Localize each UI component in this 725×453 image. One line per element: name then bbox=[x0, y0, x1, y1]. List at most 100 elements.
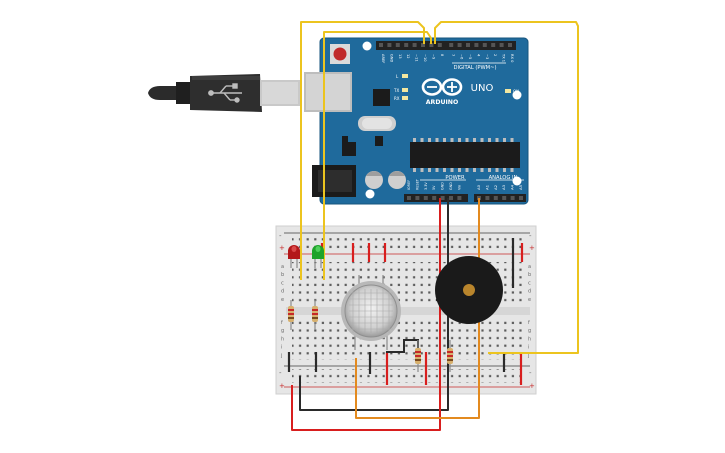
row-letter: a bbox=[528, 264, 531, 270]
header-pin[interactable] bbox=[502, 196, 507, 200]
digital-pin-label: RX 0 bbox=[510, 54, 514, 63]
power-pin-label: IOREF bbox=[407, 180, 411, 190]
mounting-hole bbox=[512, 90, 522, 100]
tx-label: TX bbox=[393, 88, 399, 93]
l-led-label: L bbox=[396, 74, 399, 79]
header-pin[interactable] bbox=[449, 43, 454, 47]
header-pin[interactable] bbox=[415, 196, 420, 200]
row-letter: b bbox=[528, 272, 531, 278]
digital-pin-label: AREF bbox=[381, 54, 385, 63]
digital-pin-label: ~5 bbox=[468, 54, 472, 59]
header-pin[interactable] bbox=[508, 43, 512, 47]
header-pin[interactable] bbox=[499, 43, 504, 47]
header-pin[interactable] bbox=[421, 43, 425, 47]
row-letter: c bbox=[281, 280, 284, 286]
header-pin[interactable] bbox=[387, 43, 392, 47]
header-pin[interactable] bbox=[457, 43, 462, 47]
green-led[interactable] bbox=[312, 245, 324, 268]
analog-pin-label: A1 bbox=[484, 184, 489, 190]
header-pin[interactable] bbox=[437, 43, 442, 47]
atmega-chip bbox=[410, 138, 520, 172]
board-model: UNO bbox=[471, 83, 494, 94]
header-pin[interactable] bbox=[395, 43, 400, 47]
mounting-hole bbox=[365, 189, 375, 199]
row-letter: h bbox=[528, 336, 531, 342]
header-pin[interactable] bbox=[423, 196, 428, 200]
header-pin[interactable] bbox=[449, 196, 453, 200]
reset-button[interactable] bbox=[330, 44, 350, 64]
rail-minus-label: - bbox=[529, 232, 532, 240]
rail-minus-label: - bbox=[279, 232, 282, 240]
digital-pin-label: 2 bbox=[493, 54, 497, 56]
row-letter: d bbox=[281, 289, 284, 295]
row-letter: i bbox=[528, 345, 529, 351]
row-letter: b bbox=[281, 272, 284, 278]
red-led[interactable] bbox=[288, 245, 300, 268]
row-letter: e bbox=[281, 297, 284, 303]
row-letter: j bbox=[527, 353, 529, 359]
rail-plus-label: + bbox=[529, 244, 535, 252]
digital-header-label: DIGITAL (PWM~) bbox=[453, 65, 496, 71]
row-letter: f bbox=[281, 320, 283, 326]
digital-pin-label: 12 bbox=[406, 54, 410, 59]
digital-pin-label: 7 bbox=[451, 54, 455, 56]
header-pin[interactable] bbox=[493, 196, 498, 200]
digital-pin-label: ~9 bbox=[431, 54, 435, 60]
mounting-hole bbox=[512, 176, 522, 186]
digital-header bbox=[376, 41, 516, 50]
usb-icon bbox=[208, 83, 242, 103]
analog-pin-label: A4 bbox=[510, 184, 515, 190]
rail-minus-label: - bbox=[279, 369, 282, 377]
analog-pin-label: A0 bbox=[476, 184, 481, 190]
digital-pin-label: 8 bbox=[440, 54, 444, 57]
header-pin[interactable] bbox=[412, 43, 417, 47]
digital-pin-label: GND bbox=[389, 54, 393, 62]
digital-pin-label: TX 1 bbox=[502, 53, 506, 62]
resistor bbox=[312, 300, 318, 330]
header-pin[interactable] bbox=[466, 43, 470, 47]
header-pin[interactable] bbox=[510, 196, 515, 200]
header-pin[interactable] bbox=[404, 43, 409, 47]
header-pin[interactable] bbox=[407, 196, 411, 200]
row-letter: i bbox=[281, 345, 282, 351]
header-pin[interactable] bbox=[432, 196, 437, 200]
rail-plus-label: + bbox=[529, 382, 535, 390]
gas-sensor[interactable] bbox=[341, 275, 401, 350]
piezo-buzzer[interactable] bbox=[435, 256, 503, 324]
header-pin[interactable] bbox=[482, 43, 487, 47]
resistor bbox=[288, 300, 294, 330]
header-pin[interactable] bbox=[491, 43, 496, 47]
top-power-rail bbox=[292, 236, 522, 250]
digital-pin-label: ~3 bbox=[485, 54, 489, 59]
power-pin-label: RESET bbox=[415, 178, 419, 190]
row-letter: j bbox=[280, 353, 282, 359]
resistor bbox=[447, 340, 453, 372]
rail-minus-label: - bbox=[529, 369, 532, 377]
power-pin-label: GND bbox=[449, 182, 453, 190]
rx-label: RX bbox=[394, 96, 400, 101]
power-pin-label: 3.3V bbox=[424, 182, 428, 190]
header-pin[interactable] bbox=[474, 43, 479, 47]
header-pin[interactable] bbox=[429, 43, 434, 47]
header-pin[interactable] bbox=[457, 196, 462, 200]
power-pin-label: GND bbox=[441, 182, 445, 190]
row-letter: e bbox=[528, 297, 531, 303]
row-letter: c bbox=[528, 280, 531, 286]
row-letter: f bbox=[528, 320, 530, 326]
row-letter: g bbox=[281, 328, 284, 334]
header-pin[interactable] bbox=[440, 196, 445, 200]
power-pin-label: 5V bbox=[432, 185, 436, 190]
row-letter: d bbox=[528, 289, 531, 295]
digital-pin-label: ~11 bbox=[415, 54, 419, 62]
usb-chip bbox=[373, 89, 390, 106]
digital-pin-label: ~6 bbox=[460, 54, 464, 60]
row-letter: a bbox=[281, 264, 284, 270]
header-pin[interactable] bbox=[519, 196, 523, 200]
regulator bbox=[342, 142, 356, 156]
header-pin[interactable] bbox=[485, 196, 490, 200]
header-pin[interactable] bbox=[379, 43, 383, 47]
arduino-logo-icon bbox=[421, 78, 463, 96]
digital-pin-label: 4 bbox=[476, 54, 480, 57]
